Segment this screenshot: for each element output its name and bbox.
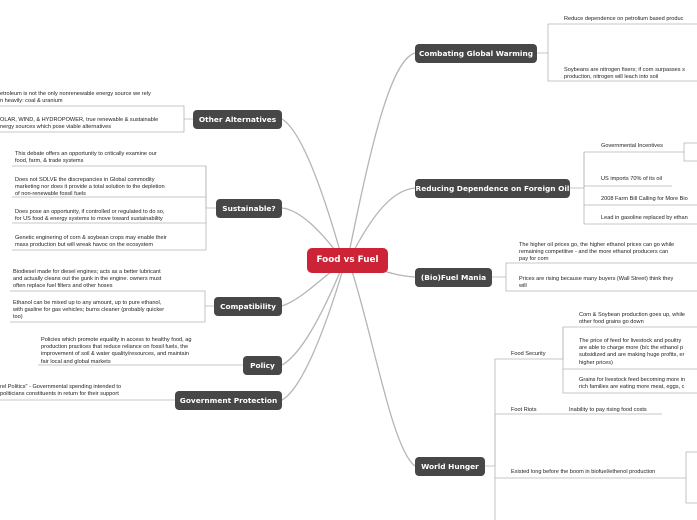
leaf-food-security: Food Security [511,351,546,357]
leaf-ethanol-mixed: Ethanol can be mixed up to any amount, u… [13,300,165,321]
leaf-feed-price: The price of feed for livestock and poul… [579,338,685,366]
leaf-inability-pay: Inability to pay rising food costs [569,407,647,413]
leaf-existed-long-before: Existed long before the boom in biofuel/… [511,469,656,475]
leaf-soybeans-nitrogen: Soybeans are nitrogen fixers; if corn su… [564,67,685,81]
leaf-petroleum-not-only: etroleum is not the only nonrenewable en… [0,91,151,105]
leaf-grains-livestock: Grains for livestock feed becoming more … [579,377,686,391]
leaf-us-imports-oil: US imports 70% of its oil [601,176,662,182]
topic-sustainable[interactable]: Sustainable? [216,199,282,218]
leaf-genetic-engineering: Genetic enginering of corn & soybean cro… [15,235,167,249]
topic-world-hunger[interactable]: World Hunger [415,457,485,476]
leaf-policies-equality: Policies which promote equality in acces… [41,337,192,365]
leaf-debate-opportunity: This debate offers an opportunity to cri… [15,151,157,165]
leaf-lead-gasoline: Lead in gasoline replaced by ethan [601,215,688,221]
topic-combating-global-warming[interactable]: Combating Global Warming [415,44,537,63]
central-topic[interactable]: Food vs Fuel [307,248,388,273]
leaf-farm-bill-2008: 2008 Farm Bill Calling for More Bio [601,196,688,202]
leaf-biodiesel: Biodiesel made for diesel engines; acts … [13,269,162,290]
leaf-prices-rising: Prices are rising because many buyers (W… [519,276,674,290]
topic-policy[interactable]: Policy [243,356,282,375]
leaf-corn-soybean-production: Corn & Soybean production goes up, while… [579,312,686,326]
leaf-does-not-solve: Does not SOLVE the discrepancies in Glob… [15,177,165,198]
leaf-governmental-incentives: Governmental Incentives [601,143,663,149]
topic-government-protection[interactable]: Government Protection [175,391,282,410]
topic-reducing-foreign-oil[interactable]: Reducing Dependence on Foreign Oil [415,179,570,198]
topic-other-alternatives[interactable]: Other Alternatives [193,110,282,129]
leaf-pork-barrel-politics: rel Politics" - Governmental spending in… [0,384,122,398]
topic-biofuel-mania[interactable]: (Bio)Fuel Mania [415,268,492,287]
leaf-food-riots: Foot Riots [511,407,537,413]
leaf-solar-wind-hydro: OLAR, WIND, & HYDROPOWER, true renewable… [0,117,159,131]
leaf-does-pose-opportunity: Does pose an opportunity, if controlled … [15,209,165,223]
leaf-reduce-petroleum: Reduce dependence on petrolium based pro… [564,16,684,22]
leaf-higher-oil-prices: The higher oil prices go, the higher eth… [519,242,675,263]
topic-compatibility[interactable]: Compatibility [214,297,282,316]
